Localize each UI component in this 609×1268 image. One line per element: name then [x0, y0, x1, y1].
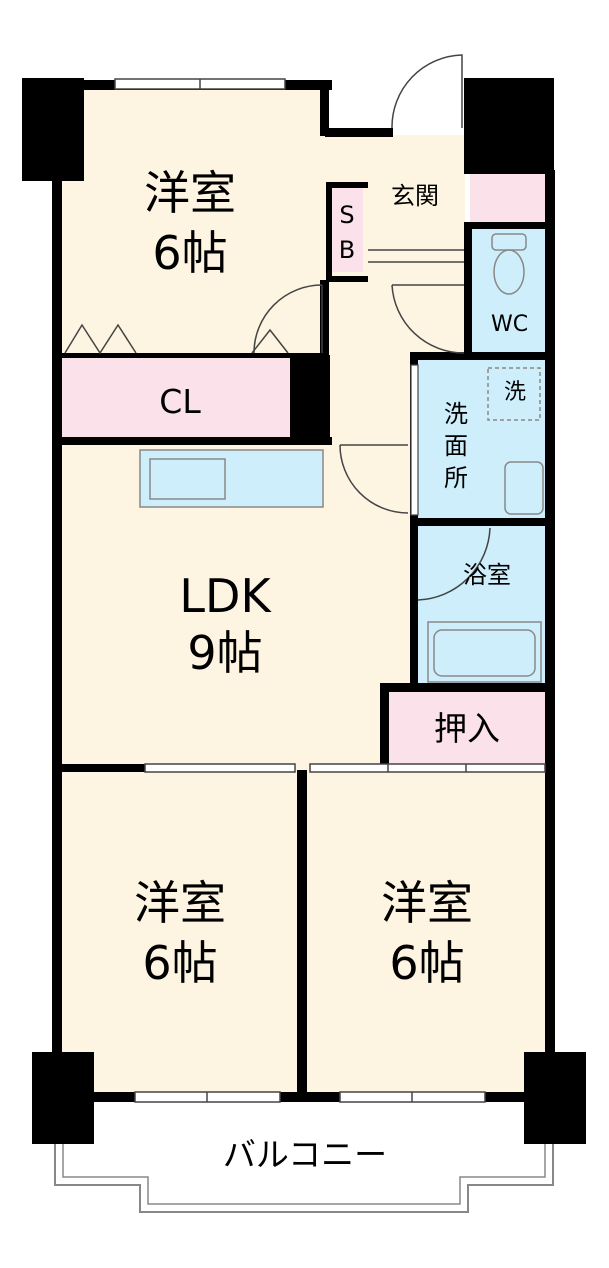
room-name-sb-2: B: [338, 236, 356, 264]
room-size-western-north: 6帖: [152, 226, 228, 280]
door-oshiire-sliding: [309, 763, 546, 773]
room-name-washroom-3: 所: [444, 464, 468, 492]
door-entrance-swing: [391, 54, 463, 129]
bathroom-area: [418, 525, 547, 685]
wall-wet-top: [410, 352, 555, 360]
wall-sb-bottom: [326, 276, 368, 282]
room-name-oshiire: 押入: [434, 709, 500, 748]
closet-folding-door: [64, 323, 137, 355]
door-bath-swing: [417, 527, 491, 601]
wall-wc-west: [464, 225, 472, 358]
wall-west: [52, 80, 62, 1100]
wall-south: [52, 1092, 552, 1102]
room-size-western-sw: 6帖: [142, 936, 218, 990]
wall-south-rooms-divider: [297, 770, 307, 1095]
kitchen-sink: [149, 458, 226, 500]
room-size-ldk: 9帖: [187, 626, 263, 680]
room-name-washroom-1: 洗: [444, 400, 468, 428]
floor-western-se: [302, 770, 547, 1095]
bathtub: [427, 621, 542, 683]
room-name-ldk: LDK: [179, 569, 271, 623]
room-name-entrance: 玄関: [391, 182, 439, 210]
washroom-area: [418, 358, 547, 520]
door-ldk-sliding: [144, 763, 296, 773]
wall-north-room-east: [320, 88, 329, 136]
wall-sb-left: [326, 182, 332, 282]
bathtub-inner: [433, 629, 536, 677]
room-name-washroom-2: 面: [444, 432, 468, 460]
balcony-outline: [54, 1098, 554, 1213]
room-name-wc: WC: [490, 312, 529, 337]
room-name-western-se: 洋室: [381, 876, 473, 930]
wall-north-hall: [325, 128, 393, 137]
wall-wet-west: [410, 352, 418, 692]
wall-east: [545, 170, 555, 1100]
wall-wash-bath: [418, 518, 548, 526]
balcony-inner-outline: [62, 1098, 546, 1205]
wall-hall-west: [320, 280, 329, 355]
wall-closet-pillar: [290, 355, 330, 443]
closet-area: [60, 356, 292, 440]
door-wash-sliding: [410, 364, 419, 516]
oshiire-area: [388, 690, 547, 766]
wall-closet-top: [60, 353, 322, 358]
door-wc-swing: [391, 284, 465, 354]
floor-western-north: [60, 88, 325, 353]
entrance-step: [368, 249, 464, 263]
sb-area: [330, 187, 363, 272]
room-name-closet: CL: [159, 382, 201, 421]
room-size-western-se: 6帖: [389, 936, 465, 990]
wc-area: [470, 228, 547, 353]
room-name-bathroom: 浴室: [463, 561, 511, 589]
room-name-washer: 洗: [503, 380, 526, 405]
wall-closet-bottom: [60, 437, 332, 445]
wall-sb-outline: [326, 182, 368, 188]
wall-oshiire-west: [380, 683, 389, 768]
floor-western-sw: [60, 770, 302, 1095]
toilet-bowl: [493, 249, 525, 295]
wall-wc-top: [464, 222, 554, 229]
shoe-box-area: [470, 170, 547, 225]
room-name-balcony: バルコニー: [222, 1135, 388, 1174]
wash-basin: [504, 461, 544, 515]
washer-pan: [487, 367, 541, 421]
door-ldk-swing: [339, 444, 409, 514]
door-western-north-swing: [253, 284, 323, 354]
wall-bath-bottom: [380, 683, 555, 692]
room-name-western-north: 洋室: [144, 166, 236, 220]
room-name-western-sw: 洋室: [134, 876, 226, 930]
room-name-sb-1: S: [339, 201, 355, 229]
closet-folding-door-2: [251, 328, 289, 354]
wall-ldk-south-left: [60, 764, 145, 772]
wall-pillar-ne: [464, 78, 554, 174]
